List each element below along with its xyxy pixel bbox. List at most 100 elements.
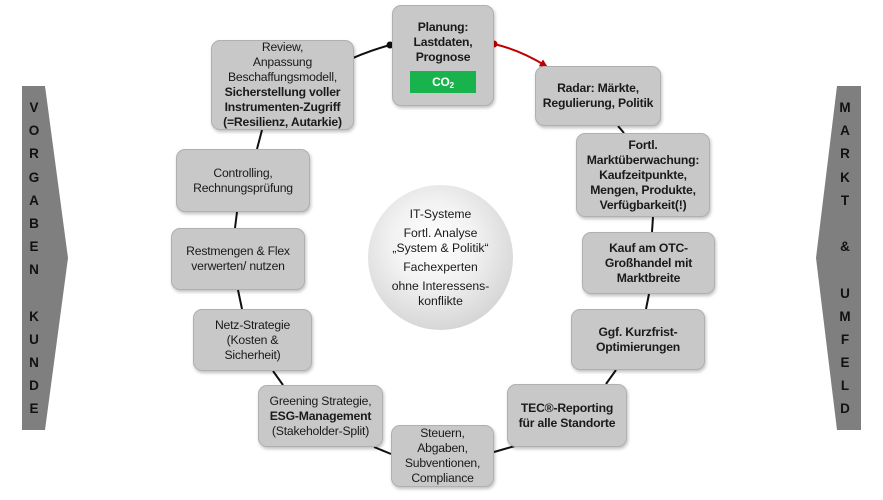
- node-text-line: Prognose: [415, 50, 471, 64]
- right-arrow-letter: U: [840, 285, 850, 301]
- right-arrow-letter: R: [840, 146, 850, 162]
- right-arrow-letter: M: [839, 308, 851, 324]
- node-text-line: Kaufzeitpunkte,: [599, 167, 687, 182]
- node-controlling[interactable]: Controlling,Rechnungsprüfung: [176, 149, 310, 212]
- left-arrow-letter: [32, 282, 36, 305]
- node-text-line: Radar: Märkte,: [557, 81, 639, 95]
- right-arrow-letter: T: [840, 192, 850, 208]
- node-text-line: Großhandel mit: [604, 255, 693, 270]
- node-text-line: Compliance: [411, 471, 474, 485]
- center-item-analyse: Fortl. Analyse: [404, 226, 478, 241]
- left-arrow-letter: D: [29, 378, 39, 394]
- connector-tec-steuern: [493, 445, 516, 453]
- center-item-analyse-line1: Fortl. Analyse: [403, 225, 478, 240]
- right-arrow-letter: [843, 258, 847, 281]
- node-text-line: Anpassung: [252, 55, 313, 69]
- node-text-line: ESG-Management: [269, 408, 372, 423]
- node-text-line: TEC®-Reporting: [520, 400, 614, 415]
- node-text-line: Greening Strategie,: [269, 393, 372, 408]
- node-text-line: Review,: [261, 40, 304, 54]
- node-steuern[interactable]: Steuern,Abgaben,Subventionen,Compliance: [391, 425, 494, 487]
- center-item-interessen: ohne Interessens-: [391, 278, 490, 293]
- co2-badge-subscript: 2: [449, 81, 454, 90]
- right-arrow-letter: D: [840, 401, 850, 417]
- left-arrow-letter: O: [28, 123, 40, 139]
- left-arrow-letter: A: [29, 192, 39, 208]
- node-text-line: Controlling,: [213, 165, 273, 180]
- node-text-line: Verfügbarkeit(!): [599, 197, 687, 212]
- right-arrow-letter: F: [840, 331, 850, 347]
- connector-controlling-review: [256, 129, 263, 150]
- node-text-line: Sicherstellung voller: [224, 85, 341, 99]
- left-arrow-letter: V: [29, 100, 39, 115]
- node-text-line: Rechnungsprüfung: [193, 180, 293, 195]
- left-arrow-letter: U: [29, 331, 39, 347]
- right-arrow-letter: K: [840, 169, 850, 185]
- connector-dot-planung: [386, 41, 394, 49]
- node-text-line: Marktbreite: [616, 270, 681, 285]
- left-arrow-letter: R: [29, 146, 39, 162]
- node-text-line: Planung:: [417, 20, 469, 34]
- left-arrow-letter: K: [29, 308, 39, 324]
- node-text-line: Kauf am OTC-: [609, 240, 688, 255]
- node-greening[interactable]: Greening Strategie,ESG-Management(Stakeh…: [258, 385, 383, 447]
- center-item-analyse-line2: „System & Politik“: [392, 240, 489, 255]
- right-arrow-letter: L: [840, 378, 850, 394]
- right-arrow-letter: E: [840, 355, 850, 371]
- node-text-line: Instrumenten-Zugriff: [224, 100, 341, 114]
- co2-badge: CO2: [410, 71, 476, 93]
- node-text-line: Optimierungen: [595, 339, 681, 354]
- connector-kurzfrist-tec: [605, 369, 617, 385]
- node-text-line: Steuern,: [420, 426, 465, 440]
- node-text-line: Regulierung, Politik: [542, 96, 654, 110]
- node-text-line: für alle Standorte: [518, 415, 616, 430]
- node-netz[interactable]: Netz-Strategie(Kosten &Sicherheit): [193, 309, 312, 371]
- connector-steuern-greening: [373, 446, 392, 455]
- left-arrow-letter: B: [29, 215, 39, 231]
- node-text-line: Abgaben,: [417, 441, 468, 455]
- center-item-fachexperten: Fachexperten: [403, 259, 478, 274]
- node-text-line: Sicherheit): [224, 347, 281, 362]
- connector-planung-radar: [493, 43, 548, 68]
- left-arrow-letter: N: [29, 262, 39, 278]
- left-arrow-letter: N: [29, 355, 39, 371]
- right-arrow-letter: &: [840, 239, 850, 255]
- right-arrow-letter: A: [840, 123, 850, 139]
- left-arrow-letter: G: [28, 169, 40, 185]
- left-arrow-letter: E: [29, 239, 39, 255]
- connector-greening-netz: [272, 370, 284, 386]
- center-item-it-systeme: IT-Systeme: [409, 206, 472, 221]
- node-text-line: Fortl.: [628, 137, 658, 152]
- node-radar[interactable]: Radar: Märkte,Regulierung, Politik: [535, 66, 661, 126]
- co2-badge-text: CO: [432, 75, 450, 89]
- node-text-line: Marktüberwachung:: [586, 152, 700, 167]
- center-item-interessen-line2: konflikte: [418, 293, 463, 308]
- right-arrow-shape: [816, 86, 861, 430]
- right-arrow-letter: [843, 212, 847, 235]
- connector-netz-restmengen: [237, 289, 243, 310]
- node-text-line: (=Resilienz, Autarkie): [223, 115, 342, 129]
- node-text-line: (Kosten &: [226, 332, 279, 347]
- connector-restmengen-controlling: [234, 211, 238, 229]
- node-kurzfrist[interactable]: Ggf. Kurzfrist-Optimierungen: [571, 309, 705, 370]
- connector-markt-otc: [651, 216, 654, 233]
- node-text-line: Subventionen,: [404, 456, 481, 470]
- left-arrow-shape: [22, 86, 68, 430]
- left-arrow-letter: E: [29, 401, 39, 417]
- node-text-line: verwerten/ nutzen: [191, 259, 285, 273]
- node-text-line: Beschaffungsmodell,: [227, 70, 338, 84]
- connector-otc-kurzfrist: [645, 293, 650, 310]
- node-text-line: (Stakeholder-Split): [271, 423, 370, 438]
- node-text-line: Netz-Strategie: [214, 317, 291, 332]
- center-circle: IT-Systeme Fortl. Analyse „System & Poli…: [368, 185, 513, 330]
- node-marktueberwachung[interactable]: Fortl.Marktüberwachung:Kaufzeitpunkte,Me…: [576, 133, 710, 217]
- right-arrow-letter: M: [839, 100, 851, 115]
- connector-radar-markt: [617, 125, 625, 134]
